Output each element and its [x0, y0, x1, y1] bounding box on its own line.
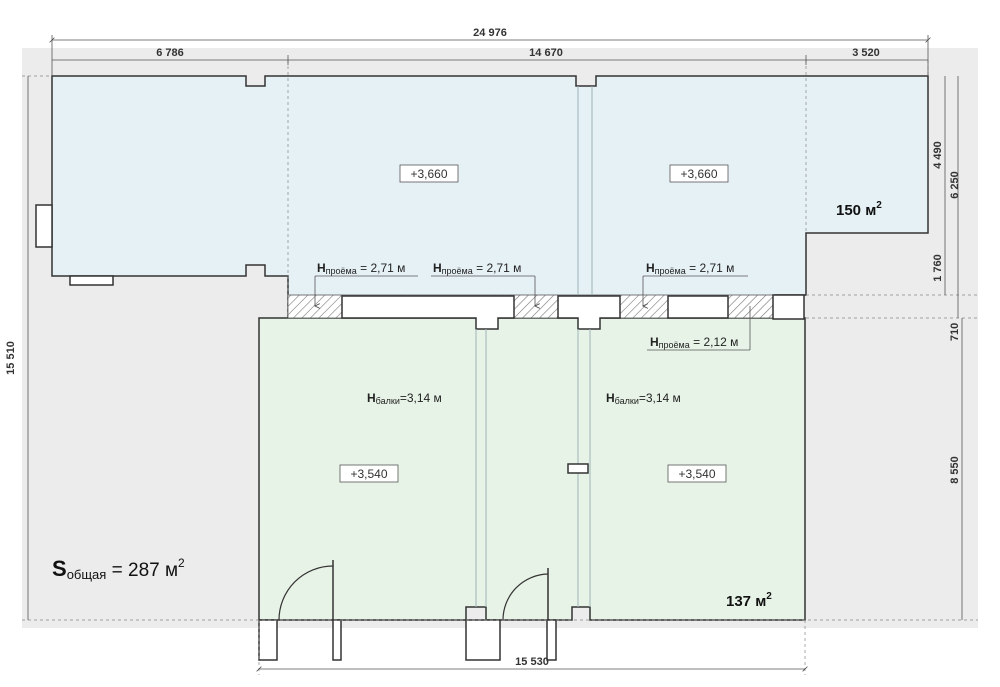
dim-seg-right: 3 520 [852, 47, 880, 59]
level-lower-left: +3,540 [339, 464, 399, 483]
level-lower-right: +3,540 [667, 464, 727, 483]
dim-seg-middle: 14 670 [529, 47, 563, 59]
right-wall-stub [772, 294, 805, 320]
beam-label-left: Hбалки=3,14 м [367, 391, 442, 406]
dim-right-8550: 8 550 [949, 456, 961, 484]
dim-right-1760: 1 760 [932, 254, 944, 282]
svg-text:Hпроёма = 2,12 м: Hпроёма = 2,12 м [650, 335, 738, 350]
dim-right-710: 710 [949, 323, 961, 341]
dim-bottom-width: 15 530 [515, 656, 549, 668]
svg-text:+3,660: +3,660 [680, 167, 717, 181]
svg-text:Hпроёма = 2,71 м: Hпроёма = 2,71 м [433, 261, 521, 276]
level-upper-right: +3,660 [669, 164, 729, 183]
dim-right-4490: 4 490 [932, 141, 944, 169]
area-upper: 150 м2 [836, 200, 882, 219]
beam-label-right: Hбалки=3,14 м [606, 391, 681, 406]
svg-text:+3,540: +3,540 [350, 467, 387, 481]
bottom-left-ledge [69, 275, 114, 286]
svg-text:Hпроёма = 2,71 м: Hпроёма = 2,71 м [317, 261, 405, 276]
svg-text:Hпроёма = 2,71 м: Hпроёма = 2,71 м [646, 261, 734, 276]
opening-label-4: Hпроёма = 2,12 м [647, 306, 751, 351]
level-upper-left: +3,660 [399, 164, 459, 183]
left-wall-bump [35, 204, 53, 248]
area-lower: 137 м2 [726, 591, 772, 610]
opening-label-1: Hпроёма = 2,71 м [315, 261, 418, 306]
svg-text:+3,660: +3,660 [410, 167, 447, 181]
dim-height-total: 15 510 [5, 341, 17, 375]
dim-right-6250: 6 250 [949, 171, 961, 199]
door-right [465, 568, 557, 661]
column-marker [567, 463, 589, 474]
upper-room [51, 75, 929, 319]
svg-text:+3,540: +3,540 [678, 467, 715, 481]
opening-label-2: Hпроёма = 2,71 м [431, 261, 535, 306]
dim-total-width: 24 976 [473, 27, 507, 39]
beam-block-3 [667, 295, 729, 319]
beam-block-2 [557, 295, 621, 330]
opening-label-3: Hпроёма = 2,71 м [643, 261, 748, 306]
beam-block-1 [341, 295, 515, 330]
dim-seg-left: 6 786 [156, 47, 184, 59]
total-area: Sобщая = 287 м2 [52, 556, 185, 582]
